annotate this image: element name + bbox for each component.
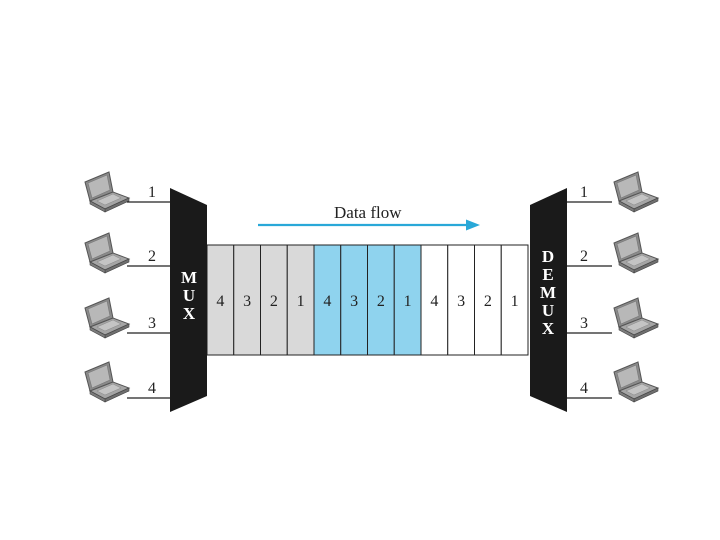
laptop-icon [613,361,659,403]
output-links [567,201,612,399]
frame-slot [474,244,502,356]
device-letter: D [542,247,554,266]
slot-label: 2 [377,293,385,310]
frame-slot [340,244,368,356]
laptop-icon [613,232,659,274]
laptop-icon [84,171,130,213]
demux-block [530,188,567,412]
input-laptops [84,171,130,403]
slot-label: 4 [216,293,224,310]
slot-label: 4 [323,293,331,310]
slot-label: 4 [430,293,438,310]
frame-slot [420,244,449,356]
arrowhead-icon [466,219,480,231]
mux-block [170,188,207,412]
input-line-number: 2 [148,248,156,265]
input-line-number: 4 [148,380,156,397]
laptop-icon [613,171,659,213]
device-letter: U [542,301,554,320]
output-line-number: 1 [580,184,588,201]
frame-slot [393,244,422,356]
slot-label: 3 [350,293,358,310]
device-letter: M [181,268,197,287]
frames-group: 4 3 2 1 4 3 2 1 4 3 2 1 [206,244,529,356]
laptop-icon [84,232,130,274]
slot-label: 2 [484,293,492,310]
slot-label: 1 [511,293,519,310]
slot-label: 3 [457,293,465,310]
device-letter: U [183,286,195,305]
device-letter: E [542,265,553,284]
slot-label: 1 [297,293,305,310]
data-flow-label: Data flow [334,203,402,222]
mux-label: MUX [181,268,197,323]
input-links [127,201,170,399]
laptop-icon [613,297,659,339]
output-line-number: 2 [580,248,588,265]
slot-label: 1 [404,293,412,310]
input-line-number: 1 [148,184,156,201]
device-letter: X [542,319,555,338]
output-line-number: 3 [580,315,588,332]
frame-slot [367,244,395,356]
frame-slot [233,244,261,356]
laptop-icon [84,297,130,339]
frame-slot [500,244,529,356]
output-laptops [613,171,659,403]
device-letter: X [183,304,196,323]
output-line-number: 4 [580,380,588,397]
device-letter: M [540,283,556,302]
input-line-number: 3 [148,315,156,332]
laptop-icon [84,361,130,403]
slot-label: 3 [243,293,251,310]
slot-label: 2 [270,293,278,310]
